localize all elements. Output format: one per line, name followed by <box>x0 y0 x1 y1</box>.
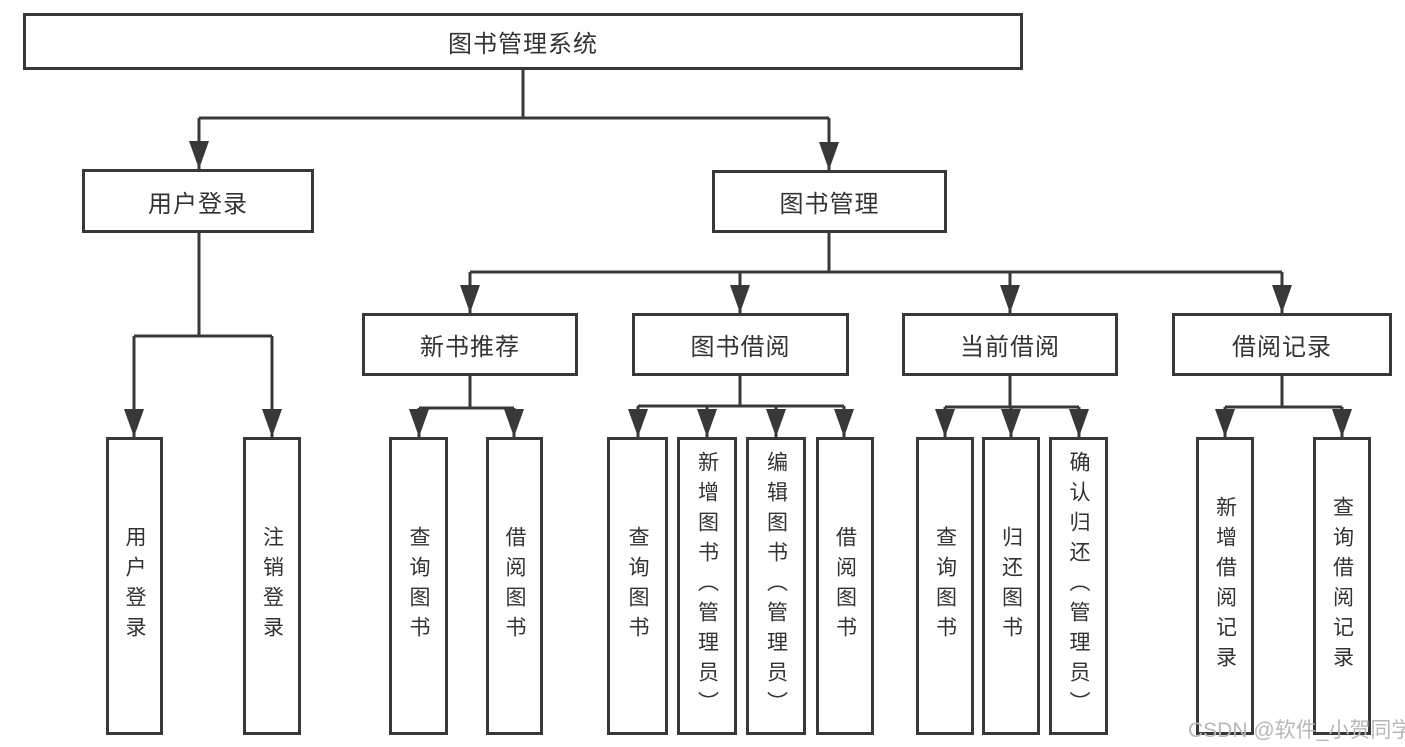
leaf-label: 注销登录 <box>260 526 284 646</box>
leaf-query-books-cb: 查询图书 <box>916 437 974 735</box>
csdn-watermark: CSDN @软件_小贺同学 <box>1188 719 1405 742</box>
node-borrowing-records: 借阅记录 <box>1172 313 1392 376</box>
leaf-label: 确认归还（管理员） <box>1067 451 1090 721</box>
node-current-borrowing: 当前借阅 <box>902 313 1118 376</box>
node-user-login: 用户登录 <box>82 169 314 233</box>
leaf-label: 编辑图书（管理员） <box>764 451 788 721</box>
leaf-query-books-nb: 查询图书 <box>389 437 448 735</box>
leaf-label: 查询图书 <box>407 526 430 646</box>
node-new-book-recommend: 新书推荐 <box>362 313 578 376</box>
leaf-label: 新增图书（管理员） <box>695 451 719 721</box>
leaf-borrow-books-bb: 借阅图书 <box>816 437 874 735</box>
node-root-library-system: 图书管理系统 <box>23 13 1023 70</box>
leaf-label: 借阅图书 <box>503 526 526 646</box>
leaf-add-borrow-record: 新增借阅记录 <box>1196 437 1254 735</box>
leaf-query-borrow-record: 查询借阅记录 <box>1313 437 1371 735</box>
leaf-label: 查询图书 <box>626 526 649 646</box>
leaf-confirm-return-admin: 确认归还（管理员） <box>1049 437 1108 735</box>
leaf-label: 查询图书 <box>933 526 957 646</box>
leaf-add-books-admin: 新增图书（管理员） <box>677 437 737 735</box>
leaf-user-login: 用户登录 <box>106 437 163 735</box>
node-book-borrowing: 图书借阅 <box>632 313 849 376</box>
leaf-label: 用户登录 <box>123 526 146 646</box>
leaf-logout: 注销登录 <box>243 437 301 735</box>
leaf-label: 查询借阅记录 <box>1330 496 1354 676</box>
node-book-management: 图书管理 <box>712 170 947 233</box>
leaf-query-books-bb: 查询图书 <box>607 437 668 735</box>
leaf-label: 借阅图书 <box>833 526 857 646</box>
leaf-label: 新增借阅记录 <box>1213 496 1237 676</box>
leaf-return-books: 归还图书 <box>982 437 1040 735</box>
leaf-edit-books-admin: 编辑图书（管理员） <box>746 437 806 735</box>
leaf-label: 归还图书 <box>999 526 1023 646</box>
leaf-borrow-books-nb: 借阅图书 <box>486 437 543 735</box>
